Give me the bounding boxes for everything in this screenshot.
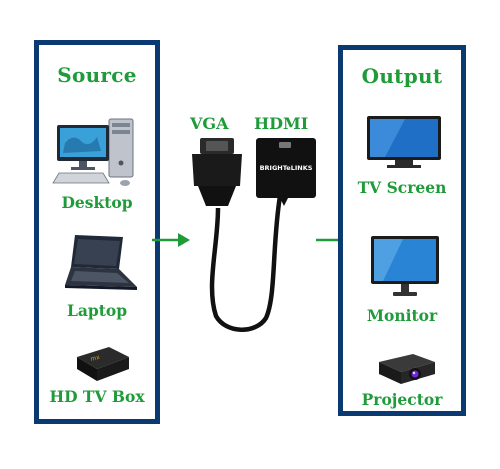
- desktop-computer-icon: [52, 118, 134, 186]
- tv-screen-label: TV Screen: [357, 178, 447, 197]
- tv-screen-icon: [367, 116, 441, 168]
- projector-label: Projector: [361, 390, 443, 409]
- laptop-label: Laptop: [66, 301, 128, 320]
- output-panel: Output TV Screen Monitor Projector: [338, 45, 466, 416]
- desktop-label: Desktop: [61, 193, 133, 212]
- monitor-icon: [371, 236, 439, 296]
- adapter-brand-text: BRIGHTeLINKS: [260, 164, 313, 172]
- vga-label: VGA: [190, 114, 229, 133]
- arrow-right-icon: [152, 233, 190, 247]
- projector-icon: [379, 354, 435, 384]
- hdmi-label: HDMI: [254, 114, 309, 133]
- source-panel: Source Desktop Laptop mx HD TV Box: [34, 40, 160, 424]
- svg-text:mx: mx: [90, 354, 101, 363]
- hd-tv-box-label: HD TV Box: [49, 387, 145, 406]
- laptop-icon: [65, 235, 137, 290]
- tv-box-icon: mx: [77, 347, 129, 381]
- monitor-label: Monitor: [366, 306, 438, 325]
- vga-to-hdmi-adapter-icon: BRIGHTeLINKS: [192, 138, 316, 332]
- source-heading: Source: [57, 63, 137, 87]
- output-heading: Output: [361, 64, 443, 88]
